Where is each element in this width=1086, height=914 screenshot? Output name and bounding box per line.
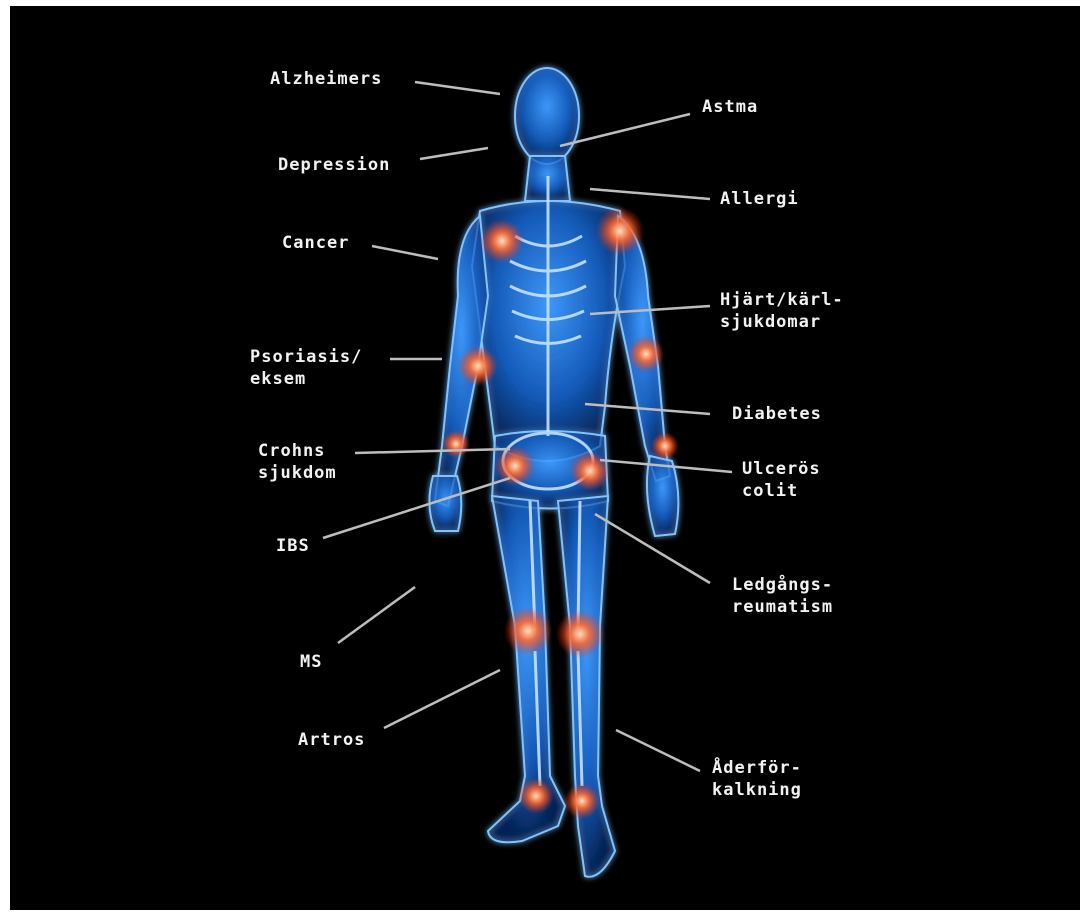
body-silhouette bbox=[429, 68, 678, 877]
label-artros: Artros bbox=[298, 729, 365, 751]
leader-artros bbox=[384, 670, 500, 728]
leader-allergi bbox=[590, 189, 710, 199]
label-allergi: Allergi bbox=[720, 188, 799, 210]
label-ms: MS bbox=[300, 651, 322, 673]
label-cancer: Cancer bbox=[282, 232, 349, 254]
leader-alzheimers bbox=[415, 82, 500, 94]
leader-ibs bbox=[323, 478, 510, 538]
label-aderforkalkning: Åderför- kalkning bbox=[712, 757, 802, 801]
label-diabetes: Diabetes bbox=[732, 403, 822, 425]
label-psoriasis: Psoriasis/ eksem bbox=[250, 346, 362, 390]
label-ulcerös: Ulcerös colit bbox=[742, 458, 821, 502]
human-body-figure bbox=[10, 6, 1080, 910]
leader-depression bbox=[420, 148, 488, 159]
leader-aderforkalkning bbox=[616, 730, 700, 771]
leader-cancer bbox=[372, 246, 438, 259]
label-depression: Depression bbox=[278, 154, 390, 176]
leader-ms bbox=[338, 587, 415, 643]
label-astma: Astma bbox=[702, 96, 758, 118]
leader-crohns bbox=[355, 449, 510, 453]
label-ibs: IBS bbox=[276, 535, 310, 557]
label-alzheimers: Alzheimers bbox=[270, 68, 382, 90]
diagram-frame: Alzheimers Depression Cancer Psoriasis/ … bbox=[10, 6, 1080, 910]
label-ledgangs: Ledgångs- reumatism bbox=[732, 574, 833, 618]
label-crohns: Crohns sjukdom bbox=[258, 440, 337, 484]
label-hjart: Hjärt/kärl- sjukdomar bbox=[720, 289, 844, 333]
